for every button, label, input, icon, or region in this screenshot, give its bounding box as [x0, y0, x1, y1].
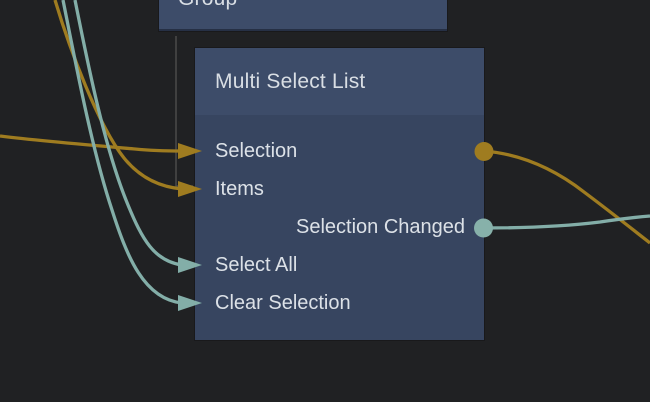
port-label-selection: Selection: [215, 139, 298, 162]
routed-wire-gray[interactable]: [175, 36, 193, 187]
input-pin-selection-arrow-icon[interactable]: [178, 143, 202, 159]
input-pin-items-arrow-icon[interactable]: [178, 181, 202, 197]
wire-gold-to-items[interactable]: [53, 0, 183, 191]
port-label-select-all: Select All: [215, 253, 298, 276]
port-row-items: Items: [195, 170, 484, 208]
node-multi-select-list[interactable]: Multi Select List Selection Items Select…: [195, 48, 484, 340]
input-pin-select-all-arrow-icon[interactable]: [178, 257, 202, 273]
port-label-clear-selection: Clear Selection: [215, 291, 351, 314]
port-label-items: Items: [215, 177, 264, 200]
node-multi-select-list-body: Selection Items Selection Changed Select…: [195, 115, 484, 322]
output-pin-selection-changed-circle-icon[interactable]: [474, 218, 493, 238]
wire-teal-to-select-all[interactable]: [73, 0, 183, 267]
port-label-selection-changed: Selection Changed: [295, 215, 465, 238]
port-row-clear-selection: Clear Selection: [195, 284, 484, 322]
port-row-selection-changed: Selection Changed: [195, 208, 484, 246]
node-multi-select-list-title: Multi Select List: [215, 69, 366, 93]
wire-teal-to-clear-selection[interactable]: [61, 0, 183, 305]
output-pin-selection-circle-icon[interactable]: [474, 142, 494, 161]
node-group-title: Group: [178, 0, 447, 10]
port-row-select-all: Select All: [195, 246, 484, 284]
input-pin-clear-selection-arrow-icon[interactable]: [178, 295, 202, 311]
wire-gold-to-selection[interactable]: [0, 134, 183, 153]
node-multi-select-list-header[interactable]: Multi Select List: [195, 48, 484, 115]
port-row-selection: Selection: [195, 132, 484, 170]
wire-gold-from-selection-output[interactable]: [483, 149, 650, 245]
node-group[interactable]: Group: [159, 0, 447, 31]
wire-teal-from-selection-changed-output[interactable]: [482, 214, 650, 230]
